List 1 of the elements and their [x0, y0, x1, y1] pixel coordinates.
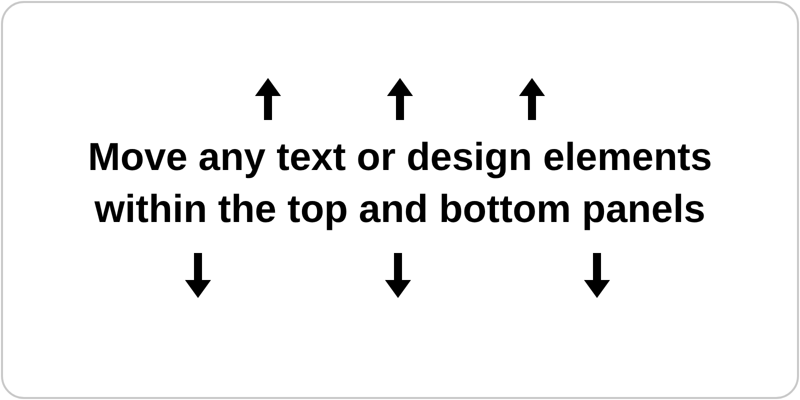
instruction-text: Move any text or design elements within the top and bottom panels [86, 135, 714, 233]
